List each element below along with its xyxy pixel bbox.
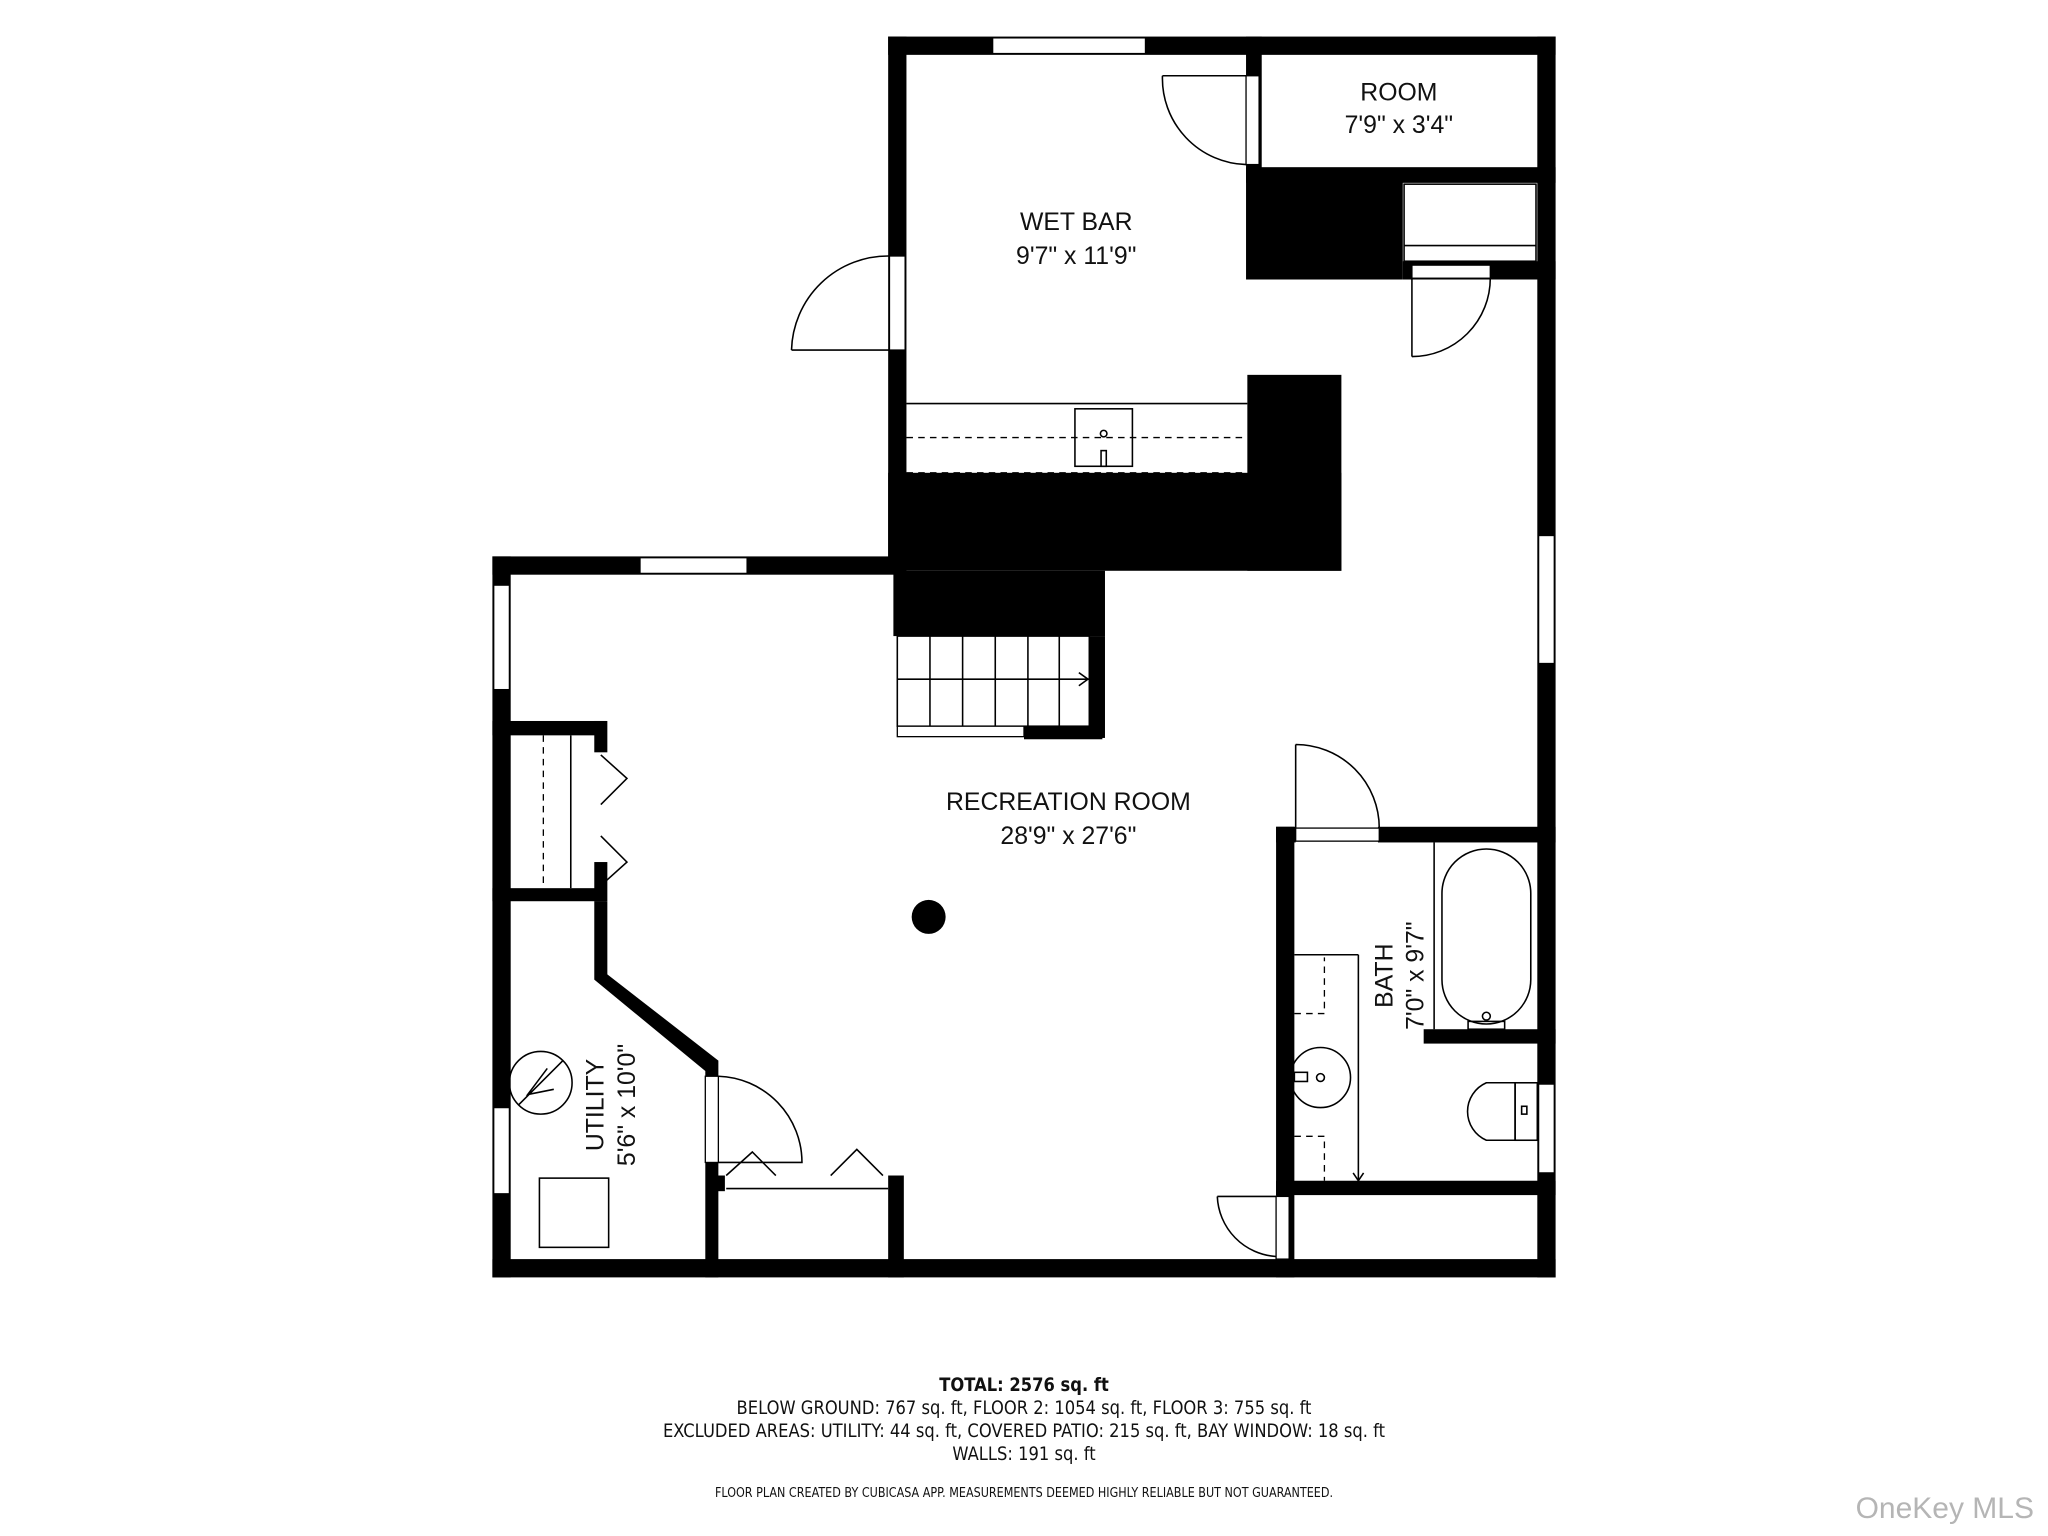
stairs-icon	[896, 635, 1091, 738]
toilet-icon	[1466, 1081, 1539, 1142]
window-icon	[493, 584, 511, 691]
room-label-room: ROOM 7'9" x 3'4"	[1345, 80, 1453, 140]
window-icon	[639, 557, 748, 575]
bifold-door-icon	[600, 754, 629, 887]
room-label-wet-bar: WET BAR 9'7" x 11'9"	[1016, 209, 1136, 270]
column-icon	[911, 899, 946, 934]
svg-text:5'6" x 10'0": 5'6" x 10'0"	[614, 1044, 641, 1166]
vanity	[1289, 953, 1365, 1183]
svg-text:ROOM: ROOM	[1360, 80, 1437, 107]
svg-text:BATH: BATH	[1371, 944, 1398, 1008]
door-swing-icon	[1411, 264, 1492, 358]
windows	[493, 37, 1555, 1195]
svg-text:7'0" x 9'7": 7'0" x 9'7"	[1403, 921, 1430, 1029]
utility-fixtures	[508, 1050, 610, 1249]
disclaimer: FLOOR PLAN CREATED BY CUBICASA APP. MEAS…	[714, 1486, 1334, 1501]
svg-text:RECREATION ROOM: RECREATION ROOM	[946, 789, 1191, 816]
bifold-door-icon	[725, 1148, 889, 1190]
room-label-recreation-room: RECREATION ROOM 28'9" x 27'6"	[946, 789, 1191, 850]
storage-box	[1403, 183, 1537, 263]
doors	[600, 74, 1492, 1260]
room-label-bath: BATH 7'0" x 9'7"	[1371, 921, 1429, 1029]
total-area: TOTAL: 2576 sq. ft	[939, 1374, 1109, 1396]
window-icon	[992, 37, 1147, 55]
door-swing-icon	[790, 255, 906, 351]
door-swing-icon	[704, 1075, 803, 1164]
door-swing-icon	[1216, 1195, 1290, 1260]
window-icon	[1537, 1083, 1555, 1174]
svg-text:7'9" x 3'4": 7'9" x 3'4"	[1345, 112, 1453, 139]
svg-text:UTILITY: UTILITY	[582, 1059, 609, 1151]
floor-areas: BELOW GROUND: 767 sq. ft, FLOOR 2: 1054 …	[736, 1397, 1312, 1419]
door-swing-icon	[1294, 743, 1381, 842]
furnace-icon	[538, 1177, 610, 1249]
svg-text:9'7" x 11'9": 9'7" x 11'9"	[1016, 243, 1136, 270]
excluded-areas: EXCLUDED AREAS: UTILITY: 44 sq. ft, COVE…	[662, 1420, 1386, 1442]
room-label-utility: UTILITY 5'6" x 10'0"	[582, 1044, 640, 1166]
water-heater-icon	[508, 1050, 573, 1115]
window-icon	[493, 1106, 511, 1195]
door-swing-icon	[1161, 74, 1260, 166]
bathtub-icon	[1441, 848, 1532, 1025]
walls-area: WALLS: 191 sq. ft	[952, 1443, 1096, 1465]
bar-counter	[906, 402, 1248, 474]
sink-icon	[1289, 1046, 1352, 1109]
svg-text:WET BAR: WET BAR	[1020, 209, 1133, 236]
bath-fixtures	[1289, 842, 1539, 1183]
window-icon	[1537, 534, 1555, 665]
watermark: OneKey MLS	[1855, 1492, 2034, 1525]
svg-text:28'9" x 27'6": 28'9" x 27'6"	[1000, 823, 1136, 850]
